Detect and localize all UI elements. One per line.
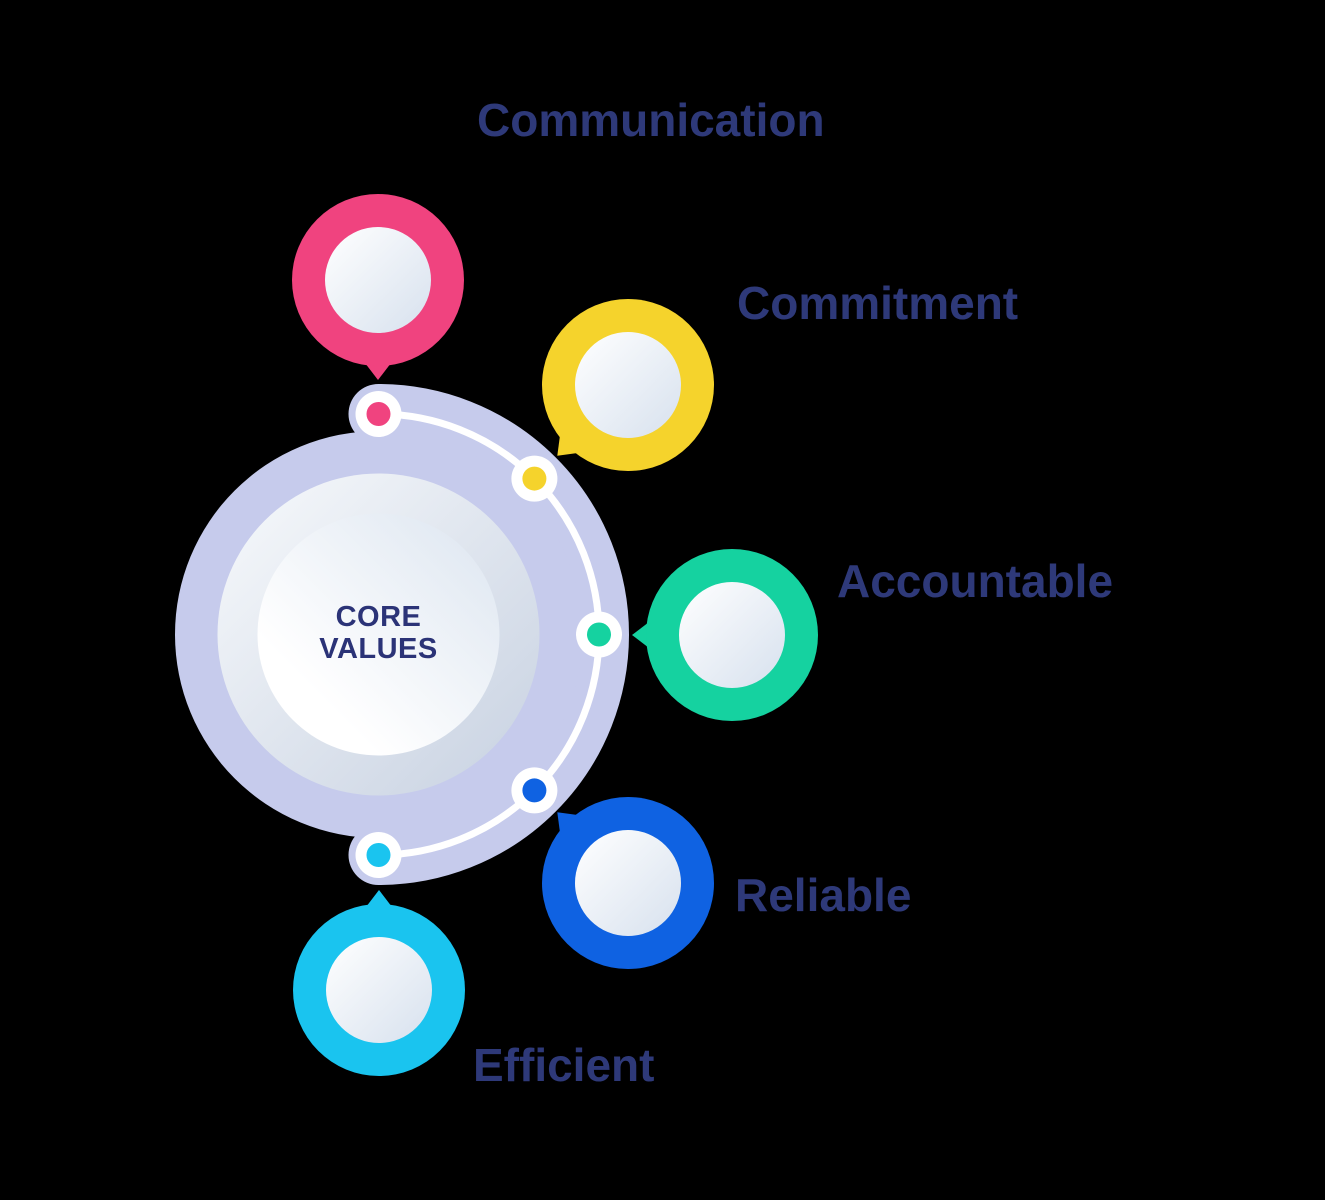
pin-reliable	[542, 797, 714, 969]
node-efficient	[355, 832, 402, 878]
node-reliable	[511, 767, 558, 814]
node-dot	[522, 466, 547, 491]
pin-inner-circle	[679, 582, 785, 688]
label-reliable: Reliable	[735, 869, 912, 921]
node-commitment	[511, 455, 558, 502]
pin-inner-circle	[326, 937, 432, 1043]
node-dot	[522, 778, 547, 803]
node-communication	[355, 391, 402, 437]
pin-inner-circle	[575, 332, 681, 438]
core-circle-group	[175, 384, 629, 885]
core-values-title: CORE VALUES	[228, 601, 529, 666]
node-dot	[366, 402, 391, 426]
node-dot	[587, 622, 611, 647]
label-efficient: Efficient	[473, 1039, 655, 1091]
core-title-line2: VALUES	[319, 632, 438, 665]
pin-accountable	[632, 549, 818, 721]
label-accountable: Accountable	[837, 555, 1114, 607]
node-dot	[366, 843, 391, 867]
label-commitment: Commitment	[737, 277, 1019, 329]
pin-inner-circle	[575, 830, 681, 936]
pin-commitment	[542, 299, 714, 471]
pin-efficient	[293, 890, 465, 1076]
core-title-line1: CORE	[335, 601, 422, 633]
pin-inner-circle	[325, 227, 431, 333]
core-inner-circle	[257, 513, 500, 756]
label-communication: Communication	[477, 94, 825, 146]
node-accountable	[576, 611, 622, 658]
pin-communication	[292, 194, 464, 380]
